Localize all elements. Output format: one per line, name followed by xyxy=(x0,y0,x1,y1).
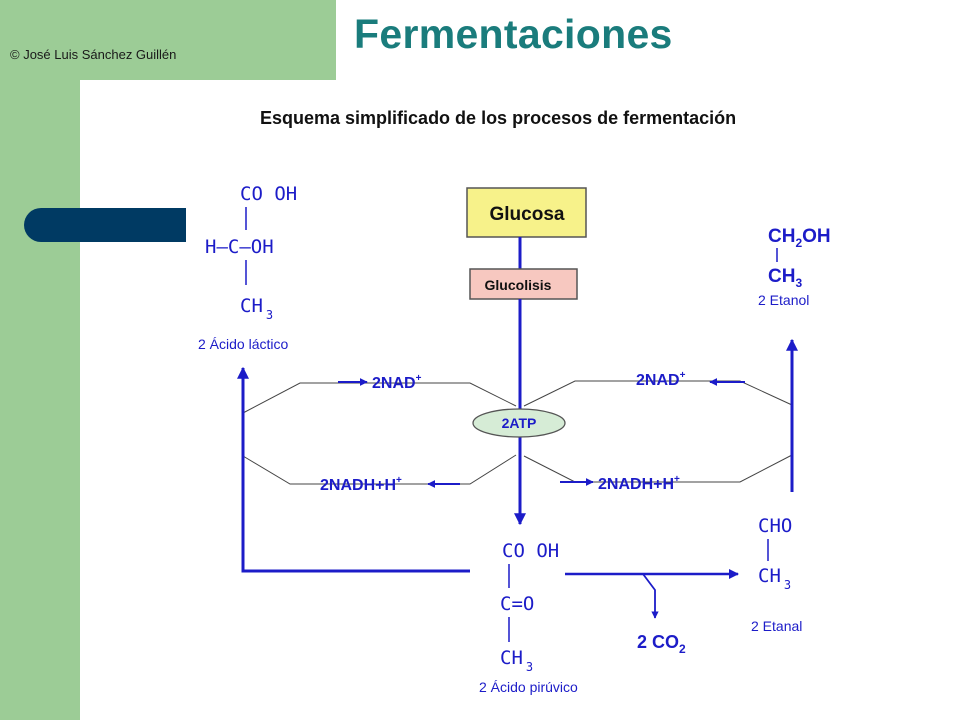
nad-left-label: 2NAD+ xyxy=(372,373,422,392)
glucolisis-box xyxy=(469,268,578,300)
lactic-path-arrow xyxy=(237,366,470,573)
glucolisis-label: Glucolisis xyxy=(485,277,552,293)
lactic-acid-label: 2 Ácido láctico xyxy=(198,336,288,352)
diagram-heading: Esquema simplificado de los procesos de … xyxy=(260,108,736,128)
svg-text:H–C–OH: H–C–OH xyxy=(205,236,274,258)
nadh-left-label: 2NADH+H+ xyxy=(320,475,402,494)
svg-text:CH3: CH3 xyxy=(768,266,802,290)
right-loop-lower xyxy=(523,454,793,483)
green-side-band xyxy=(0,0,80,720)
left-loop-lower xyxy=(242,454,517,485)
glucosa-box xyxy=(466,187,587,238)
svg-text:CHO: CHO xyxy=(758,515,792,537)
page-title: Fermentaciones xyxy=(354,11,673,57)
glucosa-label: Glucosa xyxy=(490,204,565,225)
nadh-right-label: 2NADH+H+ xyxy=(598,474,680,493)
ethanol-label: 2 Etanol xyxy=(758,292,809,308)
ethanal-label: 2 Etanal xyxy=(751,618,802,634)
svg-text:C=O: C=O xyxy=(500,593,534,615)
atp-label: 2ATP xyxy=(502,415,537,431)
svg-text:CH3: CH3 xyxy=(500,647,533,674)
copyright-text: © José Luis Sánchez Guillén xyxy=(10,47,177,62)
svg-text:CH2OH: CH2OH xyxy=(768,226,831,250)
right-loop-upper xyxy=(523,380,793,407)
atp-ellipse xyxy=(472,408,566,438)
svg-text:CH3: CH3 xyxy=(758,565,791,592)
nad-right-label: 2NAD+ xyxy=(636,370,686,389)
svg-text:CO OH: CO OH xyxy=(502,540,559,562)
ethanol-structure: CH2OH CH3 2 Etanol xyxy=(758,226,831,308)
co2-branch-arrow xyxy=(642,573,659,619)
left-loop-upper xyxy=(242,382,517,414)
svg-text:CH3: CH3 xyxy=(240,295,273,322)
svg-text:CO OH: CO OH xyxy=(240,183,297,205)
pyruvic-acid-label: 2 Ácido pirúvico xyxy=(479,679,578,695)
decorative-bar xyxy=(24,208,186,242)
